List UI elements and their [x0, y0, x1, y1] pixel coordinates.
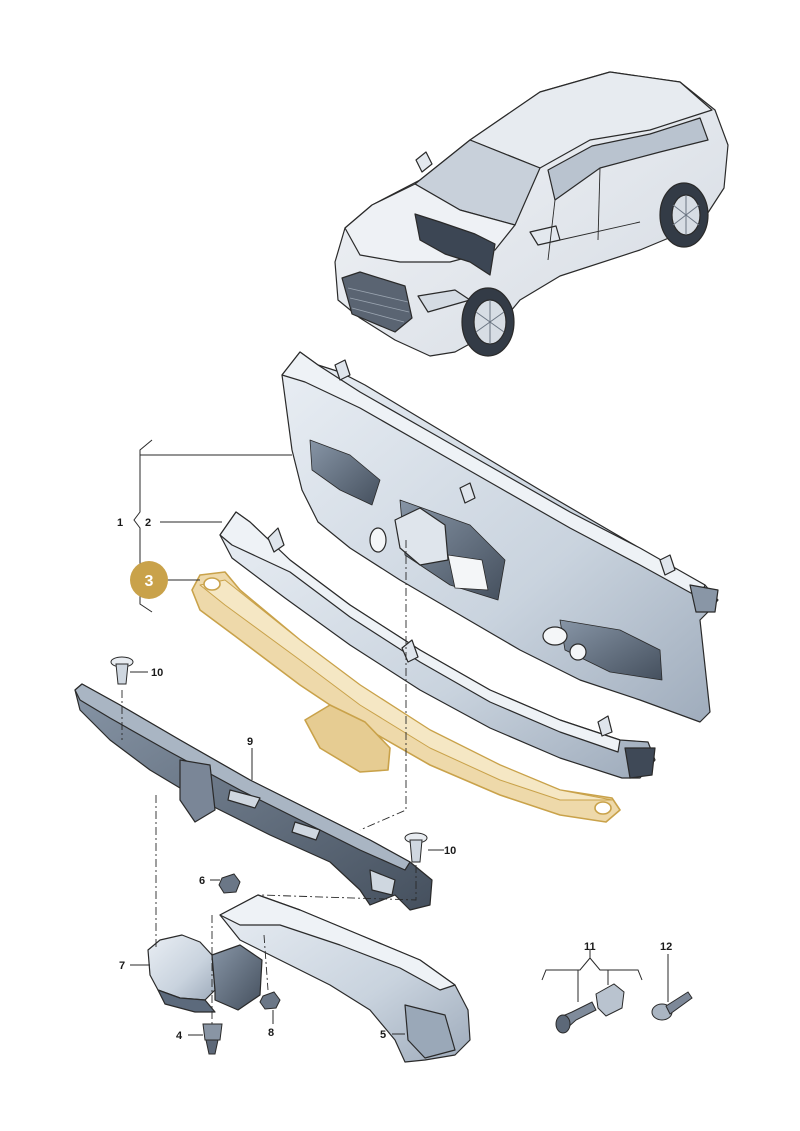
- car-grille: [341, 271, 413, 333]
- part-12-screw: [651, 991, 693, 1021]
- part-2-cross-member: [219, 511, 656, 779]
- part-4-fastener: [202, 1023, 223, 1055]
- callout-8: 8: [268, 1027, 274, 1039]
- part-7-bracket: [147, 934, 263, 1013]
- callout-3-badge: [130, 561, 168, 599]
- part-10-clip-upper: [110, 656, 134, 685]
- leader-lines: [130, 439, 669, 1036]
- callout-4: 4: [176, 1030, 183, 1042]
- assembly-lines: [121, 540, 417, 1024]
- part-11-nut: [595, 983, 625, 1017]
- part-6-nut: [218, 873, 241, 894]
- callout-12: 12: [660, 941, 672, 953]
- callout-7: 7: [119, 960, 125, 972]
- callout-10-upper: 10: [151, 667, 163, 679]
- callout-2: 2: [145, 517, 151, 529]
- car-cowl-marker: [414, 213, 496, 276]
- part-9-lower-cowl: [74, 683, 433, 911]
- callout-3: 3: [145, 573, 154, 590]
- part-3-reinforcement-highlighted: [191, 571, 621, 823]
- car-side-window: [547, 117, 709, 201]
- callout-11: 11: [584, 941, 596, 953]
- vehicle-illustration: [334, 71, 729, 357]
- callout-5: 5: [380, 1029, 386, 1041]
- part-10-clip-lower: [404, 832, 428, 863]
- callout-10-lower: 10: [444, 845, 456, 857]
- callout-labels: 1 2 3 10 9 10 6 7 11 12 4 8 5: [117, 517, 672, 1042]
- callout-1: 1: [117, 517, 123, 529]
- callout-6: 6: [199, 875, 205, 887]
- part-5-bracket: [219, 894, 471, 1063]
- part-8-nut: [259, 991, 281, 1010]
- callout-9: 9: [247, 736, 253, 748]
- part-1-cowl-panel: [281, 351, 719, 723]
- panel-cavity-right: [559, 619, 663, 681]
- panel-cavity-left: [309, 439, 381, 506]
- car-roof: [469, 71, 713, 169]
- part-11-bolt: [555, 1001, 597, 1034]
